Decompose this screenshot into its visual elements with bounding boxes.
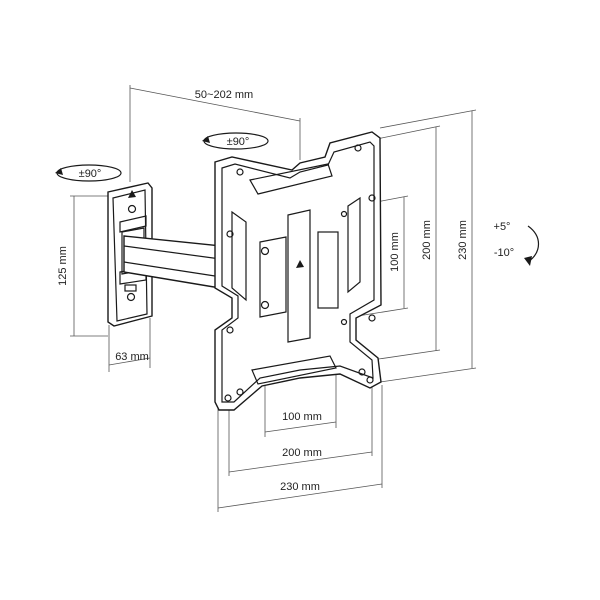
- arm-extension-label: 50~202 mm: [195, 89, 253, 101]
- wall-plate-width-label: 63 mm: [115, 351, 149, 363]
- vesa-horizontal-100-label: 100 mm: [282, 411, 322, 423]
- plate-swivel-label: ±90°: [227, 136, 250, 148]
- vesa-horizontal-200-label: 200 mm: [282, 447, 322, 459]
- vesa-plate: [214, 131, 382, 411]
- vesa-vertical-100-label: 100 mm: [389, 232, 401, 272]
- tilt-arrow-icon: [527, 225, 540, 263]
- wall-swivel-label: ±90°: [79, 168, 102, 180]
- plate-width-label: 230 mm: [280, 481, 320, 493]
- vesa-vertical-200-label: 200 mm: [421, 220, 433, 260]
- wall-plate-height-label: 125 mm: [57, 246, 69, 286]
- tilt-up-label: +5°: [494, 221, 511, 233]
- rotation-arrows: [55, 132, 540, 266]
- dimension-labels: 50~202 mm ±90° ±90° +5° -10° 125 mm 63 m…: [57, 89, 514, 493]
- dimension-lines: [70, 85, 477, 512]
- tilt-down-label: -10°: [494, 247, 514, 259]
- plate-height-label: 230 mm: [457, 220, 469, 260]
